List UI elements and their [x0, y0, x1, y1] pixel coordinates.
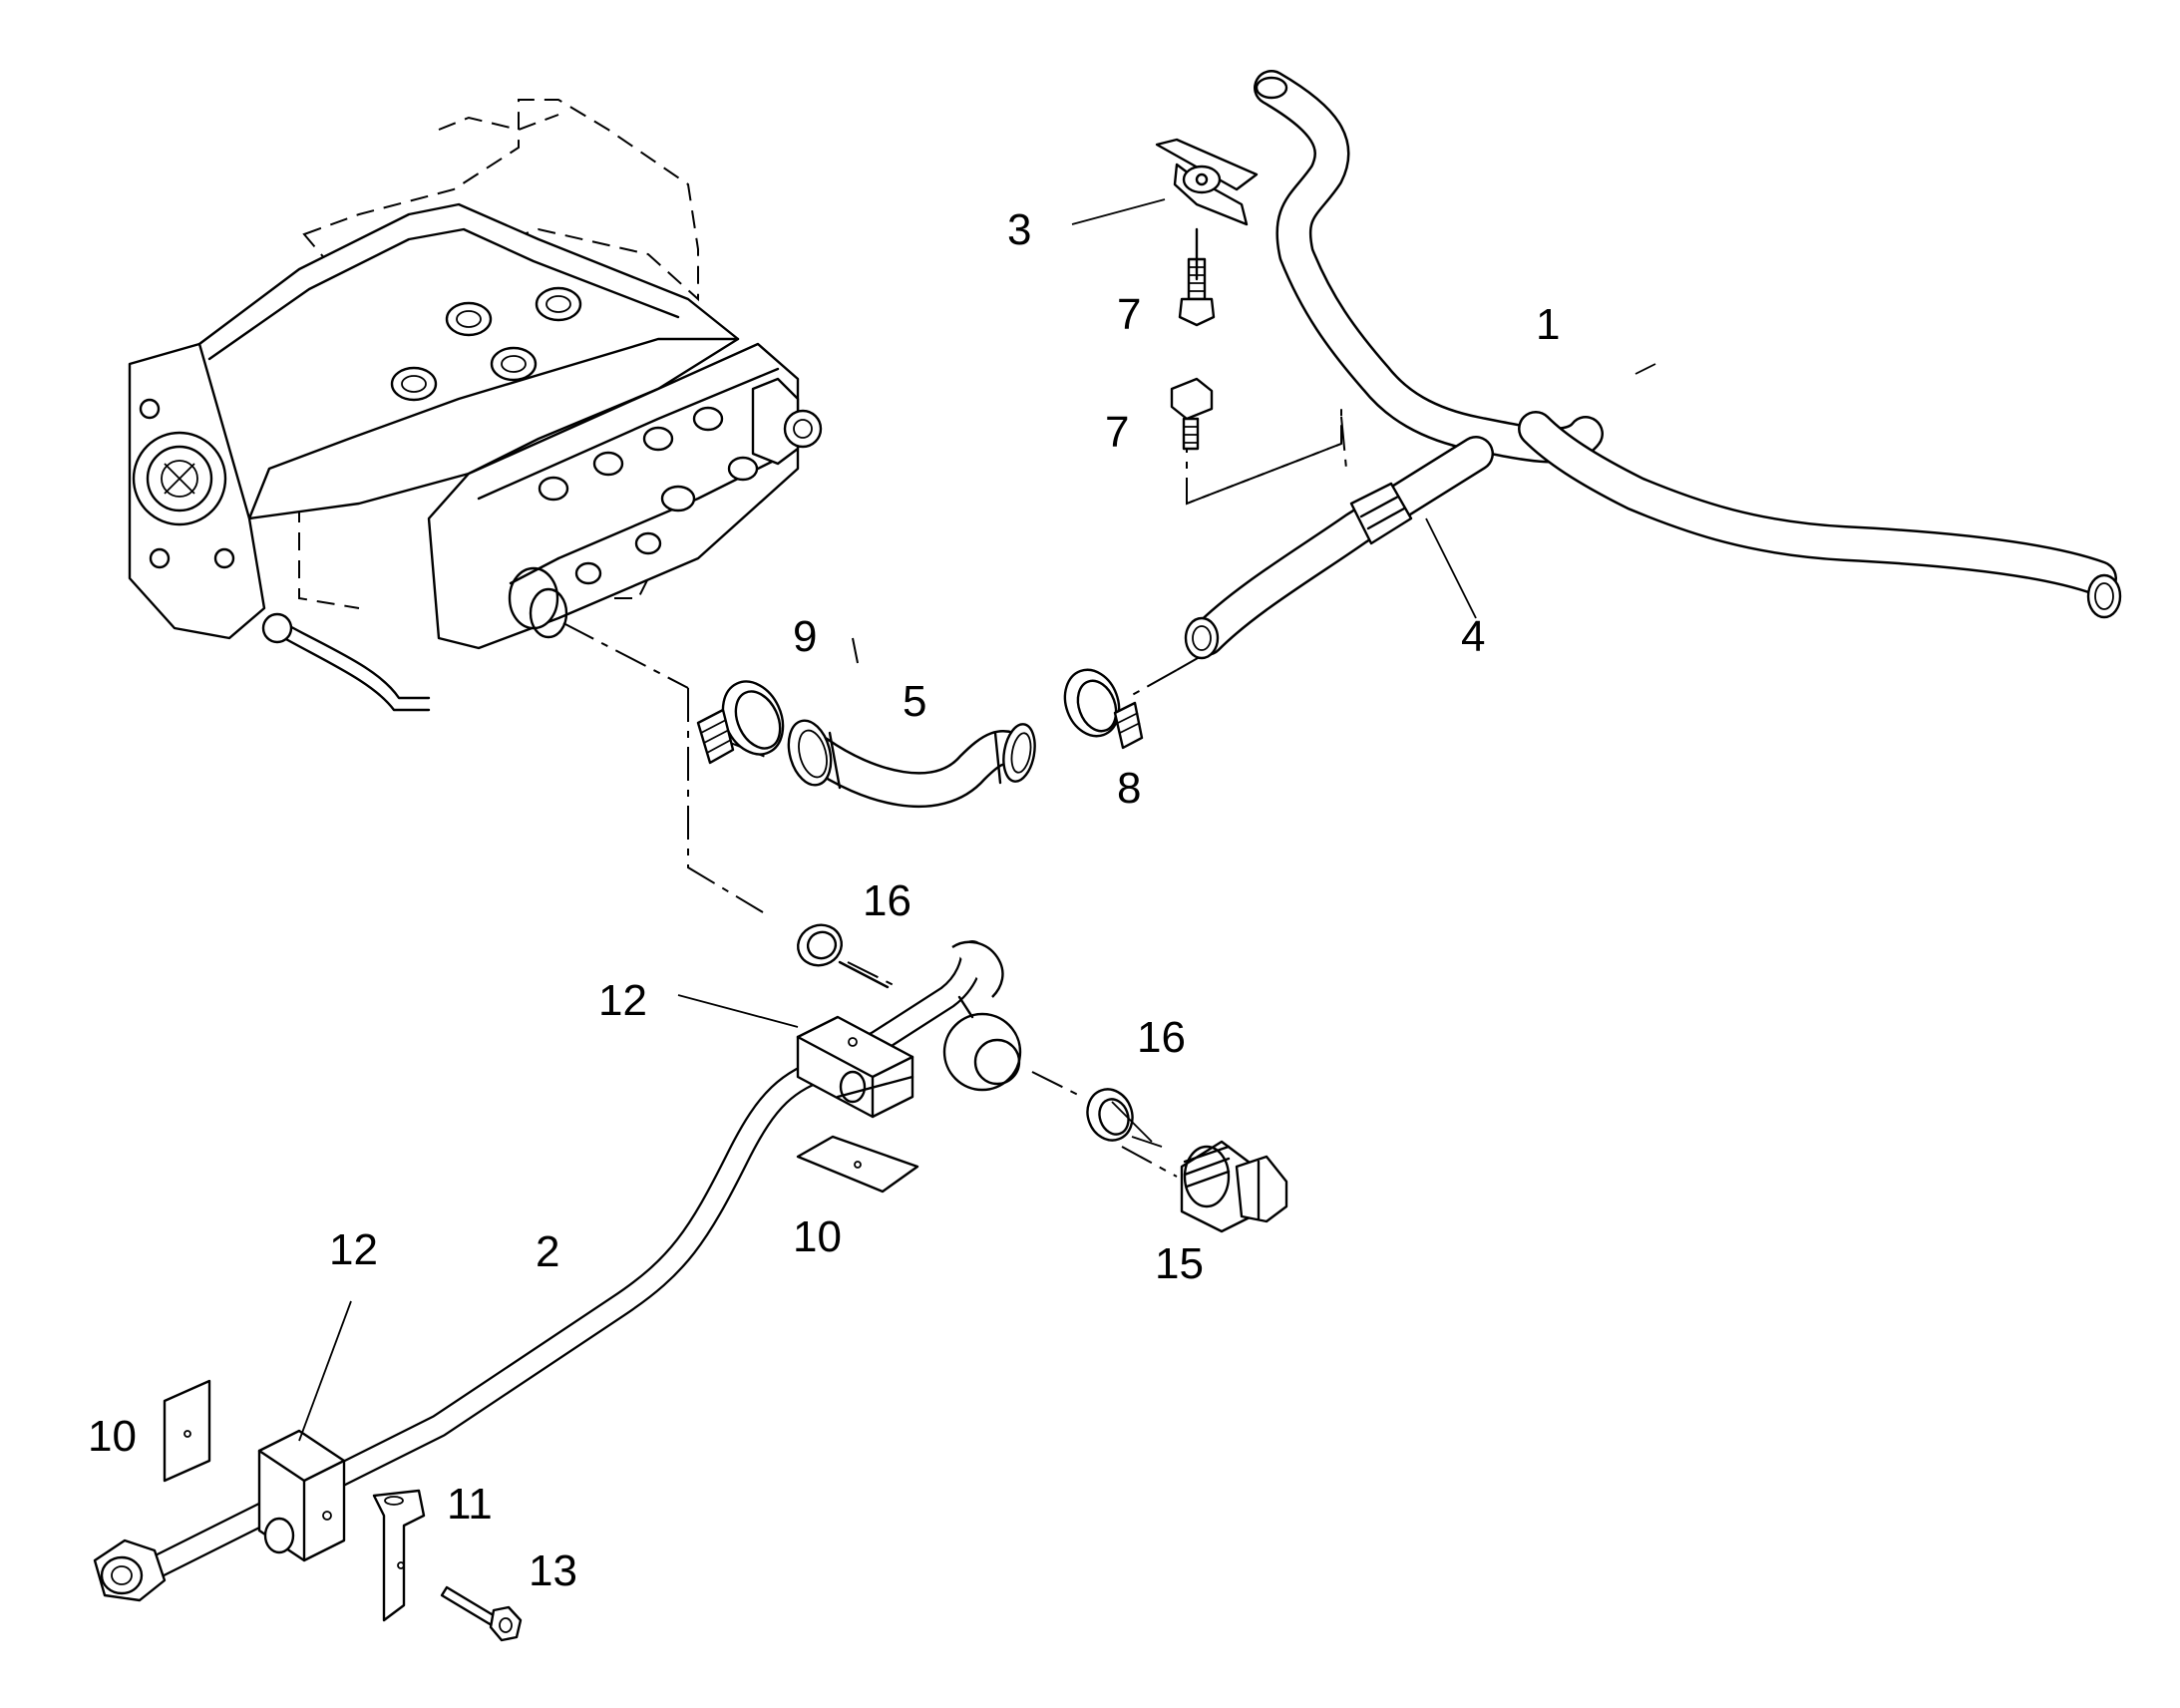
part-3-pipe-clamp [1155, 138, 1259, 226]
part-7-bolt-upper [1178, 227, 1216, 327]
part-4-hose [1184, 436, 1494, 660]
callout-11: 11 [447, 1480, 493, 1529]
part-13-bolt [440, 1585, 523, 1642]
part-16-seal-ring-upper [797, 923, 890, 989]
part-12-clamp-block-upper [796, 1015, 914, 1119]
callout-7-upper: 7 [1117, 290, 1141, 339]
part-1-coolant-tube [1254, 70, 2122, 619]
callout-8: 8 [1117, 764, 1141, 813]
engine-block [128, 99, 823, 712]
part-9-hose-clamp [696, 680, 785, 765]
callout-10-upper: 10 [793, 1212, 842, 1261]
callout-15: 15 [1155, 1239, 1204, 1288]
callout-1: 1 [1536, 300, 1560, 349]
part-10-plate-upper [796, 1135, 919, 1194]
part-8-hose-clamp [1063, 668, 1144, 750]
callout-5: 5 [903, 677, 926, 726]
callout-16-upper: 16 [863, 876, 911, 925]
callout-labels: 1 2 3 4 5 7 7 8 9 10 10 11 12 12 13 15 1… [88, 205, 1560, 1595]
callout-12-lower: 12 [329, 1225, 378, 1274]
callout-10-lower: 10 [88, 1412, 137, 1461]
callout-7-lower: 7 [1105, 408, 1129, 457]
callout-3: 3 [1007, 205, 1031, 254]
part-11-bracket [372, 1489, 426, 1622]
callout-2: 2 [536, 1227, 559, 1276]
part-12-clamp-block-lower [257, 1429, 346, 1562]
leader-lines [298, 198, 1656, 1442]
part-16-seal-ring-lower [1086, 1088, 1134, 1142]
part-5-elbow-hose [787, 719, 1036, 808]
part-2-metal-pipe [93, 940, 1022, 1602]
callout-16-lower: 16 [1137, 1013, 1186, 1062]
part-15-banjo-bolt [1180, 1140, 1288, 1233]
callout-9: 9 [793, 612, 817, 661]
callout-12-upper: 12 [598, 976, 647, 1025]
callout-13: 13 [529, 1546, 577, 1595]
part-7-bolt-lower [1170, 377, 1214, 451]
callout-4: 4 [1461, 612, 1485, 661]
part-10-plate-lower [163, 1379, 211, 1483]
